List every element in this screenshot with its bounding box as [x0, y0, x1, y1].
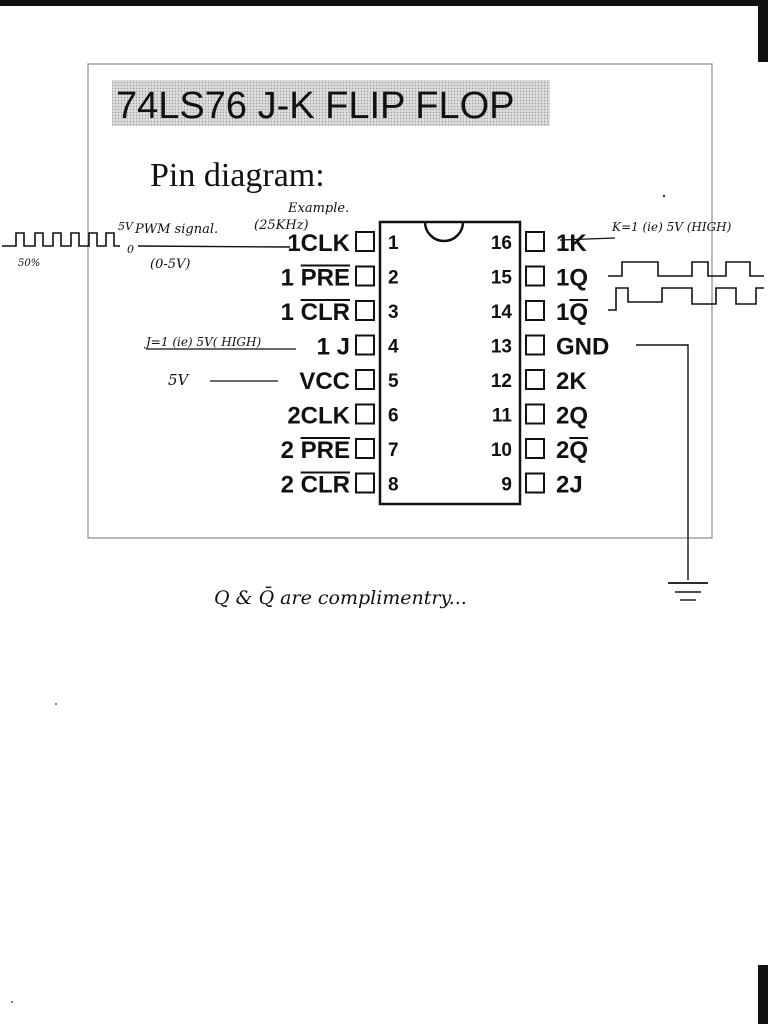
pin-number: 6 [388, 406, 399, 427]
pin-label: GND [556, 334, 609, 361]
scan-right-edge-top [758, 0, 768, 62]
pin-number: 2 [388, 268, 399, 289]
0v-level-note: 0 [127, 243, 134, 256]
pin-label: 1 CLR [281, 299, 350, 326]
pin-pad [355, 334, 375, 356]
pin-number: 15 [491, 268, 513, 289]
scan-speck [662, 194, 666, 198]
pin-number: 12 [491, 371, 512, 392]
pin-pad [525, 300, 545, 321]
complement-note: Q & Q̄ are complimentry... [214, 586, 467, 609]
pin-pad [355, 438, 375, 459]
pin-pad [525, 369, 545, 390]
pin-label: 1 J [317, 334, 350, 361]
pin-number: 1 [388, 233, 399, 254]
left-pins: 1 1CLK 2 1 PRE 3 1 CLR 4 1 J 5 VCC 6 2CLK 7 2 PRE 8 2 C… [281, 230, 399, 499]
pin-label: 1 PRE [281, 265, 350, 292]
pin-pad [525, 231, 545, 252]
pin-label: 2 CLR [281, 472, 350, 499]
k-input-note: K=1 (ie) 5V (HIGH) [611, 220, 732, 234]
pin-pad [525, 472, 545, 494]
duty-cycle-note: 50% [18, 258, 40, 269]
pin-label: VCC [299, 368, 350, 395]
q-bar-waveform [608, 287, 764, 311]
pin-number: 7 [388, 440, 399, 461]
pin-pad [525, 403, 545, 425]
pin-label: 2Q [556, 437, 588, 464]
j-input-note: J=1 (ie) 5V( HIGH) [143, 335, 261, 349]
scan-top-edge [0, 0, 768, 6]
gnd-wire [636, 344, 689, 580]
pin-number: 4 [388, 337, 399, 358]
k-input-wire [559, 237, 616, 241]
title: 74LS76 J-K FLIP FLOP [116, 85, 515, 127]
pin-number: 10 [491, 440, 512, 461]
pin-pad [355, 231, 375, 252]
pin-number: 9 [501, 475, 512, 496]
range-note: (0-5V) [150, 257, 190, 272]
pin-pad [355, 369, 375, 390]
q-waveform [608, 261, 764, 277]
pin-label: 2CLK [287, 403, 350, 430]
clk-input-wire [137, 245, 291, 248]
pin-pad [355, 472, 375, 494]
right-pins: 16 1K 15 1Q 14 1Q 13 GND 12 2K 11 2Q 10 2Q 9 2J [491, 230, 609, 499]
ic-notch [423, 221, 465, 243]
title-highlight [112, 80, 550, 126]
slide-frame [87, 63, 713, 539]
pin-pad [525, 438, 545, 459]
pin-label: 1K [556, 230, 587, 257]
subtitle: Pin diagram: [150, 157, 325, 194]
pin-number: 13 [491, 337, 512, 358]
pin-label: 1Q [556, 299, 588, 326]
5v-level-note: 5V [118, 220, 134, 233]
scan-speck [55, 703, 57, 705]
pin-label: 1CLK [287, 230, 350, 257]
pin-pad [355, 265, 375, 287]
pin-label: 2K [556, 368, 587, 395]
pwm-note: PWM signal. [134, 222, 218, 237]
pin-number: 8 [388, 475, 399, 496]
pin-label: 1Q [556, 265, 588, 292]
pin-pad [355, 403, 375, 425]
example-note: Example. [287, 201, 349, 216]
vcc-input-note: 5V [168, 371, 191, 389]
ic-body [378, 220, 522, 506]
pin-pad [525, 334, 545, 356]
pin-label: 2Q [556, 403, 588, 430]
scan-speck [11, 1001, 13, 1003]
pin-label: 2 PRE [281, 437, 350, 464]
pin-pad [355, 300, 375, 321]
pin-number: 3 [388, 302, 399, 323]
pwm-waveform [2, 232, 120, 247]
pin-number: 14 [491, 302, 513, 323]
frequency-note: (25KHz) [254, 218, 309, 233]
pin-label: 2J [556, 472, 583, 499]
pin-number: 16 [491, 233, 512, 254]
pin-number: 11 [492, 406, 513, 427]
pin-number: 5 [388, 371, 399, 392]
scan-right-edge-bottom [758, 965, 768, 1024]
pin-pad [525, 265, 545, 287]
